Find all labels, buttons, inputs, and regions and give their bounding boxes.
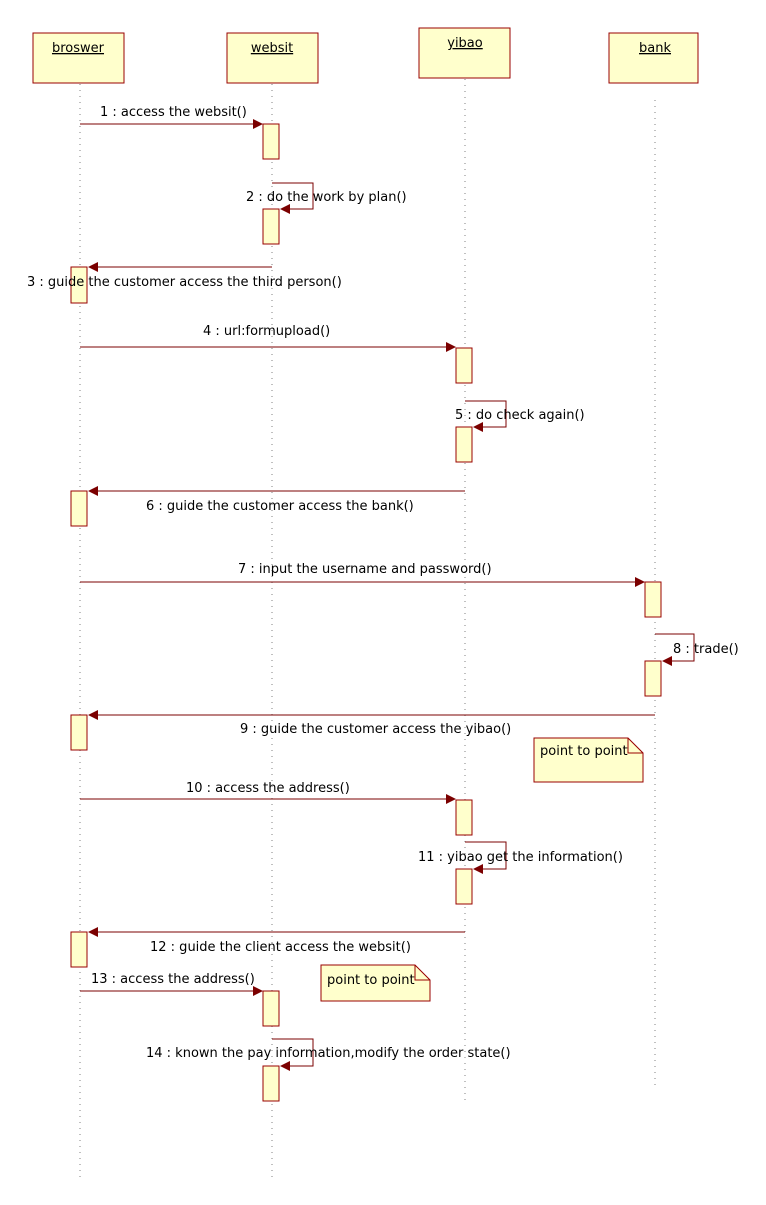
activation-bar [455,799,473,836]
note-text: point to point [540,744,628,759]
object-label-yibao: yibao [447,36,483,51]
message-arrow-2 [272,182,314,214]
activations [70,123,662,1102]
message-label-9: 9 : guide the customer access the yibao(… [240,722,511,737]
message-label-14: 14 : known the pay information,modify th… [146,1046,511,1061]
activation-bar [70,714,88,751]
object-bank[interactable]: bank [608,32,699,84]
message-label-13: 13 : access the address() [91,972,255,987]
messages [80,119,695,1071]
message-label-12: 12 : guide the client access the websit(… [150,940,411,955]
message-label-7: 7 : input the username and password() [238,562,492,577]
activation-bar [455,347,473,384]
note[interactable]: point to point [320,964,431,1002]
note-text: point to point [327,973,415,988]
object-websit[interactable]: websit [226,32,319,84]
activation-bar [262,990,280,1027]
message-label-10: 10 : access the address() [186,781,350,796]
object-label-bank: bank [639,41,671,56]
activation-bar [644,660,662,697]
activation-bar [262,123,280,160]
activation-bar [262,1065,280,1102]
message-arrow-11 [465,841,507,874]
activation-bar [70,490,88,527]
object-broswer[interactable]: broswer [32,32,125,84]
note[interactable]: point to point [533,737,644,783]
message-label-8: 8 : trade() [673,642,739,657]
message-arrow-14 [272,1038,314,1071]
activation-bar [644,581,662,618]
message-label-5: 5 : do check again() [455,408,585,423]
message-label-2: 2 : do the work by plan() [246,190,407,205]
message-label-1: 1 : access the websit() [100,105,247,120]
object-label-broswer: broswer [52,41,105,56]
message-label-4: 4 : url:formupload() [203,324,330,339]
object-label-websit: websit [251,41,293,56]
lifelines [79,79,656,1178]
activation-bar [455,868,473,905]
message-label-6: 6 : guide the customer access the bank() [146,499,414,514]
message-arrow-8 [655,633,695,666]
activation-bar [70,266,88,304]
message-arrow-5 [465,400,507,432]
message-labels: 1 : access the websit() 2 : do the work … [27,105,739,1061]
message-label-11: 11 : yibao get the information() [418,850,623,865]
message-label-3: 3 : guide the customer access the third … [27,275,342,290]
activation-bar [262,208,280,245]
activation-bar [70,931,88,968]
activation-bar [455,426,473,463]
object-yibao[interactable]: yibao [418,27,511,79]
